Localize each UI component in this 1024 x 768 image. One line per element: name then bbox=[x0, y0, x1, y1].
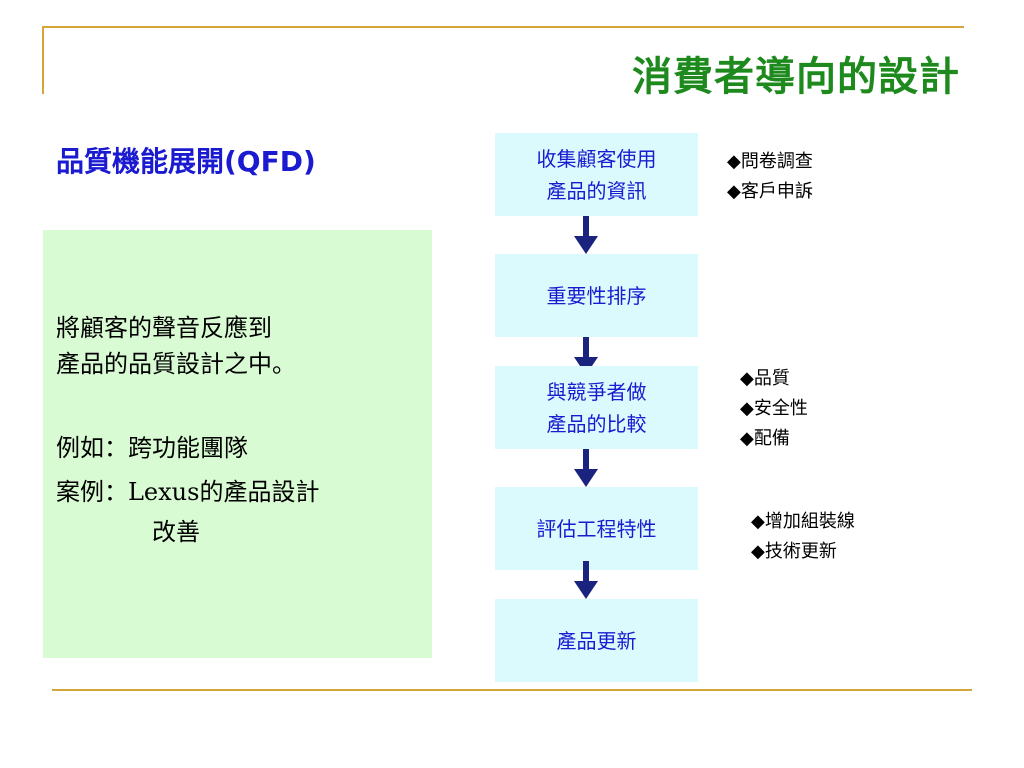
bullet-item: ◆技術更新 bbox=[751, 541, 837, 562]
bullet-item: ◆增加組裝線 bbox=[751, 511, 855, 532]
flow-arrow-3 bbox=[574, 449, 598, 487]
section-subtitle: 品質機能展開(QFD) bbox=[56, 145, 316, 178]
note-line-3: 例如：跨功能團隊 bbox=[56, 434, 248, 462]
flow-step-compare-line1: 與競爭者做 bbox=[546, 379, 647, 404]
note-line-4: 案例：Lexus的產品設計 bbox=[56, 478, 320, 506]
note-line-2: 產品的品質設計之中。 bbox=[56, 350, 296, 378]
slide-title: 消費者導向的設計 bbox=[632, 53, 960, 100]
bullet-group-collect: ◆問卷調查 ◆客戶申訴 bbox=[727, 147, 813, 207]
bullet-group-evaluate: ◆增加組裝線 ◆技術更新 bbox=[751, 507, 855, 567]
flow-step-collect-line1: 收集顧客使用 bbox=[536, 146, 657, 171]
flow-step-collect: 收集顧客使用 產品的資訊 bbox=[495, 133, 698, 216]
note-line-1: 將顧客的聲音反應到 bbox=[56, 314, 272, 342]
flow-step-update: 產品更新 bbox=[495, 599, 698, 682]
note-line-5: 改善 bbox=[152, 518, 200, 546]
flow-step-evaluate-label: 評估工程特性 bbox=[536, 516, 657, 541]
flow-step-compare-line2: 產品的比較 bbox=[546, 411, 647, 436]
flow-step-collect-line2: 產品的資訊 bbox=[546, 178, 647, 203]
bullet-group-compare: ◆品質 ◆安全性 ◆配備 bbox=[740, 364, 808, 454]
description-box bbox=[43, 230, 432, 658]
flow-arrow-4 bbox=[574, 561, 598, 599]
flow-step-ranking: 重要性排序 bbox=[495, 254, 698, 337]
bullet-item: ◆客戶申訴 bbox=[727, 181, 813, 202]
flow-arrow-1 bbox=[574, 216, 598, 254]
bullet-item: ◆問卷調查 bbox=[727, 151, 813, 172]
flow-step-compare: 與競爭者做 產品的比較 bbox=[495, 366, 698, 449]
flow-step-update-label: 產品更新 bbox=[556, 628, 637, 653]
left-rule bbox=[42, 26, 44, 94]
bullet-item: ◆配備 bbox=[740, 428, 790, 449]
flow-step-evaluate: 評估工程特性 bbox=[495, 487, 698, 570]
bottom-rule bbox=[52, 689, 972, 691]
top-rule bbox=[42, 26, 964, 28]
bullet-item: ◆安全性 bbox=[740, 398, 808, 419]
bullet-item: ◆品質 bbox=[740, 368, 790, 389]
flow-step-ranking-label: 重要性排序 bbox=[546, 283, 647, 308]
